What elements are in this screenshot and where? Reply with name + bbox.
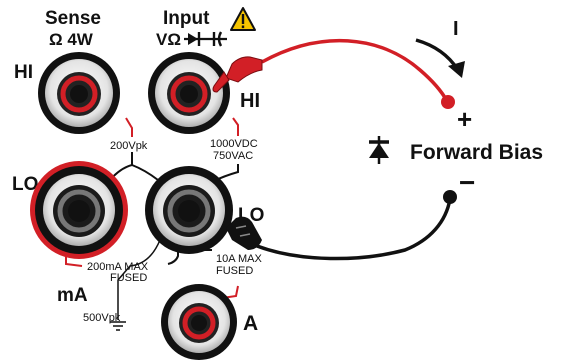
- input-title: Input: [163, 8, 210, 29]
- a-terminal[interactable]: [161, 284, 237, 360]
- diode-icon: [369, 136, 389, 164]
- sense-subtitle: Ω 4W: [49, 30, 94, 49]
- warning-triangle-icon: [230, 7, 256, 31]
- input-lo-terminal[interactable]: [145, 166, 233, 254]
- rating-200vpk: 200Vpk: [110, 140, 148, 152]
- diode-symbol-icon: [184, 32, 206, 46]
- black-probe-lead[interactable]: [226, 190, 457, 261]
- hi-left-label: HI: [14, 62, 33, 83]
- sense-lo-terminal[interactable]: [30, 161, 128, 259]
- rating-10a-max: 10A MAX: [216, 253, 263, 265]
- red-probe-lead[interactable]: [212, 38, 455, 109]
- sense-title: Sense: [45, 8, 101, 29]
- hi-right-label: HI: [240, 90, 260, 112]
- sense-hi-terminal[interactable]: [38, 52, 120, 134]
- input-subtitle: VΩ: [156, 30, 181, 49]
- minus-sign: −: [459, 167, 475, 198]
- rating-1000vdc: 1000VDC: [210, 138, 258, 150]
- ground-symbol-icon: [110, 321, 126, 331]
- rating-200ma-fused: FUSED: [110, 272, 147, 284]
- capacitor-symbol-icon: [206, 31, 227, 47]
- plus-sign: +: [457, 104, 472, 134]
- ma-label: mA: [57, 285, 88, 306]
- rating-200ma-max: 200mA MAX: [87, 261, 149, 273]
- current-label: I: [453, 18, 459, 40]
- current-arrow-icon: [415, 38, 465, 78]
- lo-left-label: LO: [12, 174, 38, 195]
- component-label: Forward Bias: [410, 141, 543, 164]
- input-hi-terminal[interactable]: [148, 52, 230, 134]
- rating-500vpk: 500Vpk: [83, 312, 121, 324]
- rating-750vac: 750VAC: [213, 150, 253, 162]
- a-label: A: [243, 312, 258, 335]
- rating-10a-fused: FUSED: [216, 265, 253, 277]
